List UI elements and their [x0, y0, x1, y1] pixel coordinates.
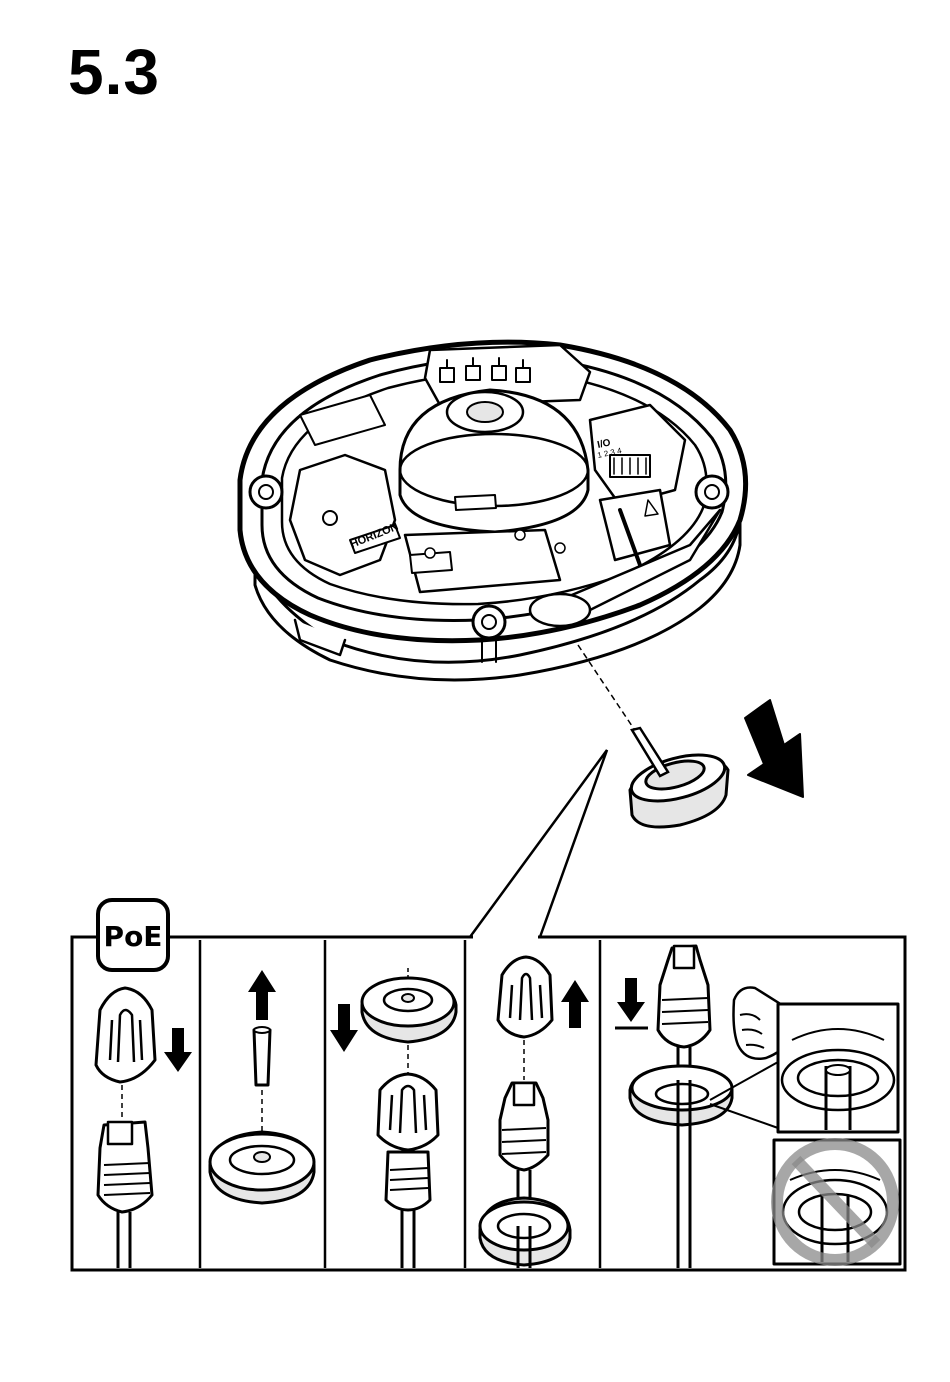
grommet-removed [626, 728, 729, 827]
arrow-up-icon [248, 970, 276, 1020]
panel-4-boot-up [480, 957, 589, 1268]
poe-badge-label: PoE [104, 920, 163, 953]
pull-out-arrow-icon [745, 700, 803, 797]
panel-3-grommet-onto-connector [330, 968, 456, 1268]
arrow-down-icon [330, 1004, 358, 1052]
arrow-up-icon [561, 980, 589, 1028]
panel-2-remove-plug [210, 970, 314, 1203]
camera-device: HORIZON I/O 1 2 3 4 [240, 342, 746, 680]
arrow-down-icon [164, 1028, 192, 1072]
poe-badge: PoE [98, 900, 168, 970]
arrow-down-icon [617, 978, 645, 1022]
panel-5-insert-and-check [615, 946, 900, 1268]
panel-1-boot-onto-connector [96, 988, 192, 1268]
